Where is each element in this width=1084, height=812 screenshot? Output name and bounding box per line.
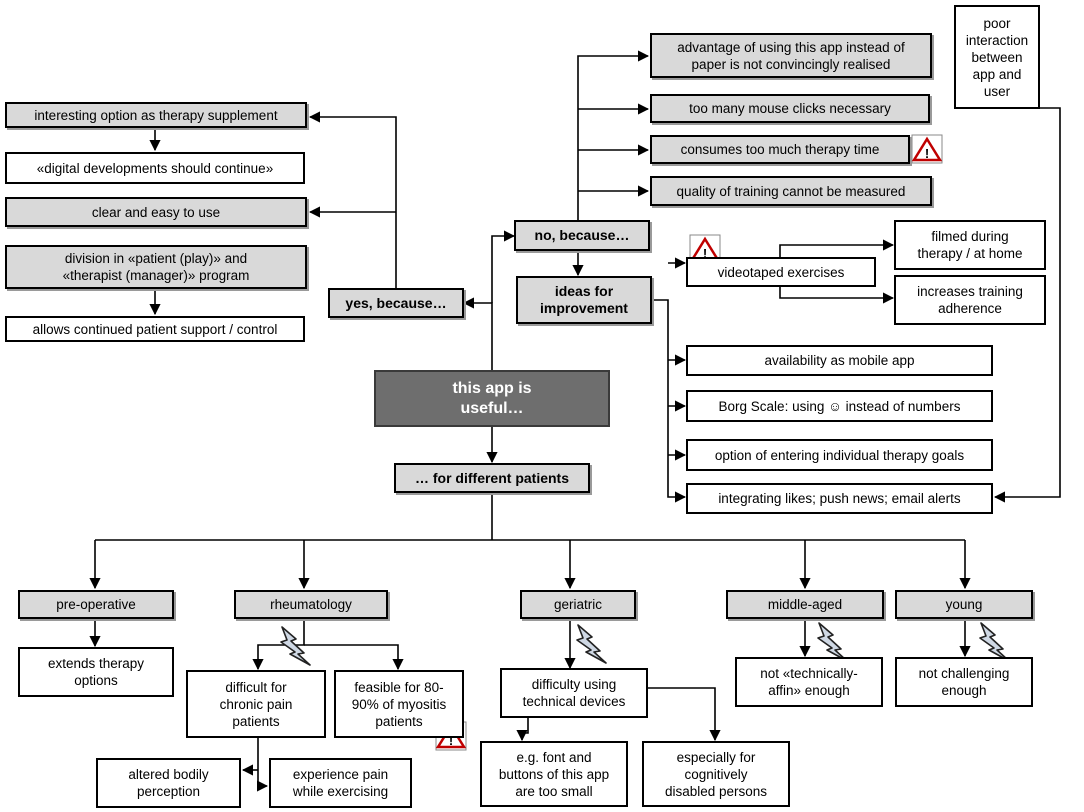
idea-therapy-goals: option of entering individual therapy go… [686, 439, 993, 471]
idea-mobile-app: availability as mobile app [686, 345, 993, 376]
ideas-node: ideas for improvement [516, 276, 652, 324]
detail-label: difficult for chronic pain patients [219, 679, 293, 729]
poor-interaction-label: poor interaction between app and user [965, 15, 1029, 99]
yes-item-label: interesting option as therapy supplement [34, 107, 278, 123]
central-node: this app is useful… [374, 370, 610, 427]
detail-label: not challenging enough [918, 666, 1010, 698]
no-item-therapy-time: consumes too much therapy time [650, 135, 910, 164]
group-label: rheumatology [270, 597, 352, 612]
no-because-label: no, because… [534, 227, 630, 243]
svg-text:!: ! [703, 246, 707, 261]
idea-training-adherence: increases training adherence [894, 275, 1046, 325]
no-item-quality-training: quality of training cannot be measured [650, 176, 932, 206]
no-item-label: consumes too much therapy time [680, 142, 880, 157]
idea-label: filmed during therapy / at home [917, 229, 1023, 261]
detail-experience-pain: experience pain while exercising [269, 758, 412, 808]
detail-not-technically-affin: not «technically- affin» enough [735, 657, 883, 707]
no-item-label: advantage of using this app instead of p… [677, 39, 905, 72]
different-patients-label: … for different patients [414, 469, 569, 486]
idea-likes-push-email: integrating likes; push news; email aler… [686, 483, 993, 514]
svg-text:!: ! [449, 733, 453, 748]
yes-item-digital-developments: «digital developments should continue» [5, 152, 305, 184]
detail-label: not «technically- affin» enough [760, 666, 858, 698]
detail-label: extends therapy options [47, 656, 145, 688]
group-label: middle-aged [767, 597, 843, 612]
warning-triangle-icon: ! [911, 134, 943, 164]
idea-label: Borg Scale: using ☺ instead of numbers [718, 398, 961, 414]
group-young: young [895, 590, 1033, 619]
detail-extends-therapy: extends therapy options [18, 647, 174, 697]
yes-item-therapy-supplement: interesting option as therapy supplement [5, 102, 307, 128]
detail-difficult-chronic: difficult for chronic pain patients [186, 670, 326, 738]
yes-item-clear-easy: clear and easy to use [5, 197, 307, 227]
no-item-label: quality of training cannot be measured [676, 183, 906, 199]
yes-item-label: clear and easy to use [91, 204, 221, 220]
group-pre-operative: pre-operative [18, 590, 174, 619]
group-geriatric: geriatric [520, 590, 636, 619]
detail-label: especially for cognitively disabled pers… [664, 749, 768, 799]
idea-label: increases training adherence [917, 284, 1023, 316]
detail-label: difficulty using technical devices [522, 677, 626, 709]
yes-item-continued-support: allows continued patient support / contr… [5, 316, 305, 342]
different-patients-node: … for different patients [394, 463, 590, 493]
detail-label: feasible for 80- 90% of myositis patient… [351, 679, 447, 729]
group-label: geriatric [553, 597, 602, 612]
svg-text:!: ! [925, 146, 929, 161]
no-item-mouse-clicks: too many mouse clicks necessary [650, 94, 930, 123]
idea-borg-scale: Borg Scale: using ☺ instead of numbers [686, 390, 993, 422]
yes-item-label: allows continued patient support / contr… [32, 321, 278, 337]
central-node-label: this app is useful… [452, 379, 532, 417]
yes-because-node: yes, because… [328, 288, 464, 318]
lightning-bolt-icon [576, 624, 607, 664]
detail-feasible-myositis: feasible for 80- 90% of myositis patient… [334, 670, 464, 738]
detail-difficulty-devices: difficulty using technical devices [500, 668, 648, 718]
group-label: young [945, 597, 983, 612]
no-item-label: too many mouse clicks necessary [689, 101, 891, 116]
group-label: pre-operative [56, 597, 136, 612]
group-middle-aged: middle-aged [726, 590, 884, 619]
idea-label: integrating likes; push news; email aler… [718, 491, 961, 506]
idea-label: option of entering individual therapy go… [714, 447, 965, 463]
group-rheumatology: rheumatology [234, 590, 388, 619]
lightning-bolt-icon [979, 622, 1010, 662]
idea-filmed: filmed during therapy / at home [894, 220, 1046, 270]
poor-interaction-node: poor interaction between app and user [954, 5, 1040, 109]
detail-label: altered bodily perception [128, 767, 209, 799]
yes-item-label: division in «patient (play)» and «therap… [62, 251, 250, 283]
no-item-advantage: advantage of using this app instead of p… [650, 33, 932, 78]
lightning-bolt-icon [280, 626, 311, 666]
yes-because-label: yes, because… [345, 294, 447, 311]
detail-label: e.g. font and buttons of this app are to… [498, 749, 610, 799]
idea-videotaped-exercises: videotaped exercises [686, 257, 876, 287]
detail-label: experience pain while exercising [292, 767, 389, 799]
idea-label: videotaped exercises [717, 264, 845, 280]
ideas-label: ideas for improvement [540, 283, 628, 316]
yes-item-division-program: division in «patient (play)» and «therap… [5, 245, 307, 289]
detail-cognitively-disabled: especially for cognitively disabled pers… [642, 741, 790, 807]
idea-label: availability as mobile app [764, 353, 915, 368]
yes-item-label: «digital developments should continue» [36, 160, 274, 176]
detail-not-challenging: not challenging enough [895, 657, 1033, 707]
detail-altered-perception: altered bodily perception [96, 758, 241, 808]
lightning-bolt-icon [817, 622, 848, 662]
no-because-node: no, because… [514, 220, 650, 251]
detail-font-small: e.g. font and buttons of this app are to… [480, 741, 628, 807]
